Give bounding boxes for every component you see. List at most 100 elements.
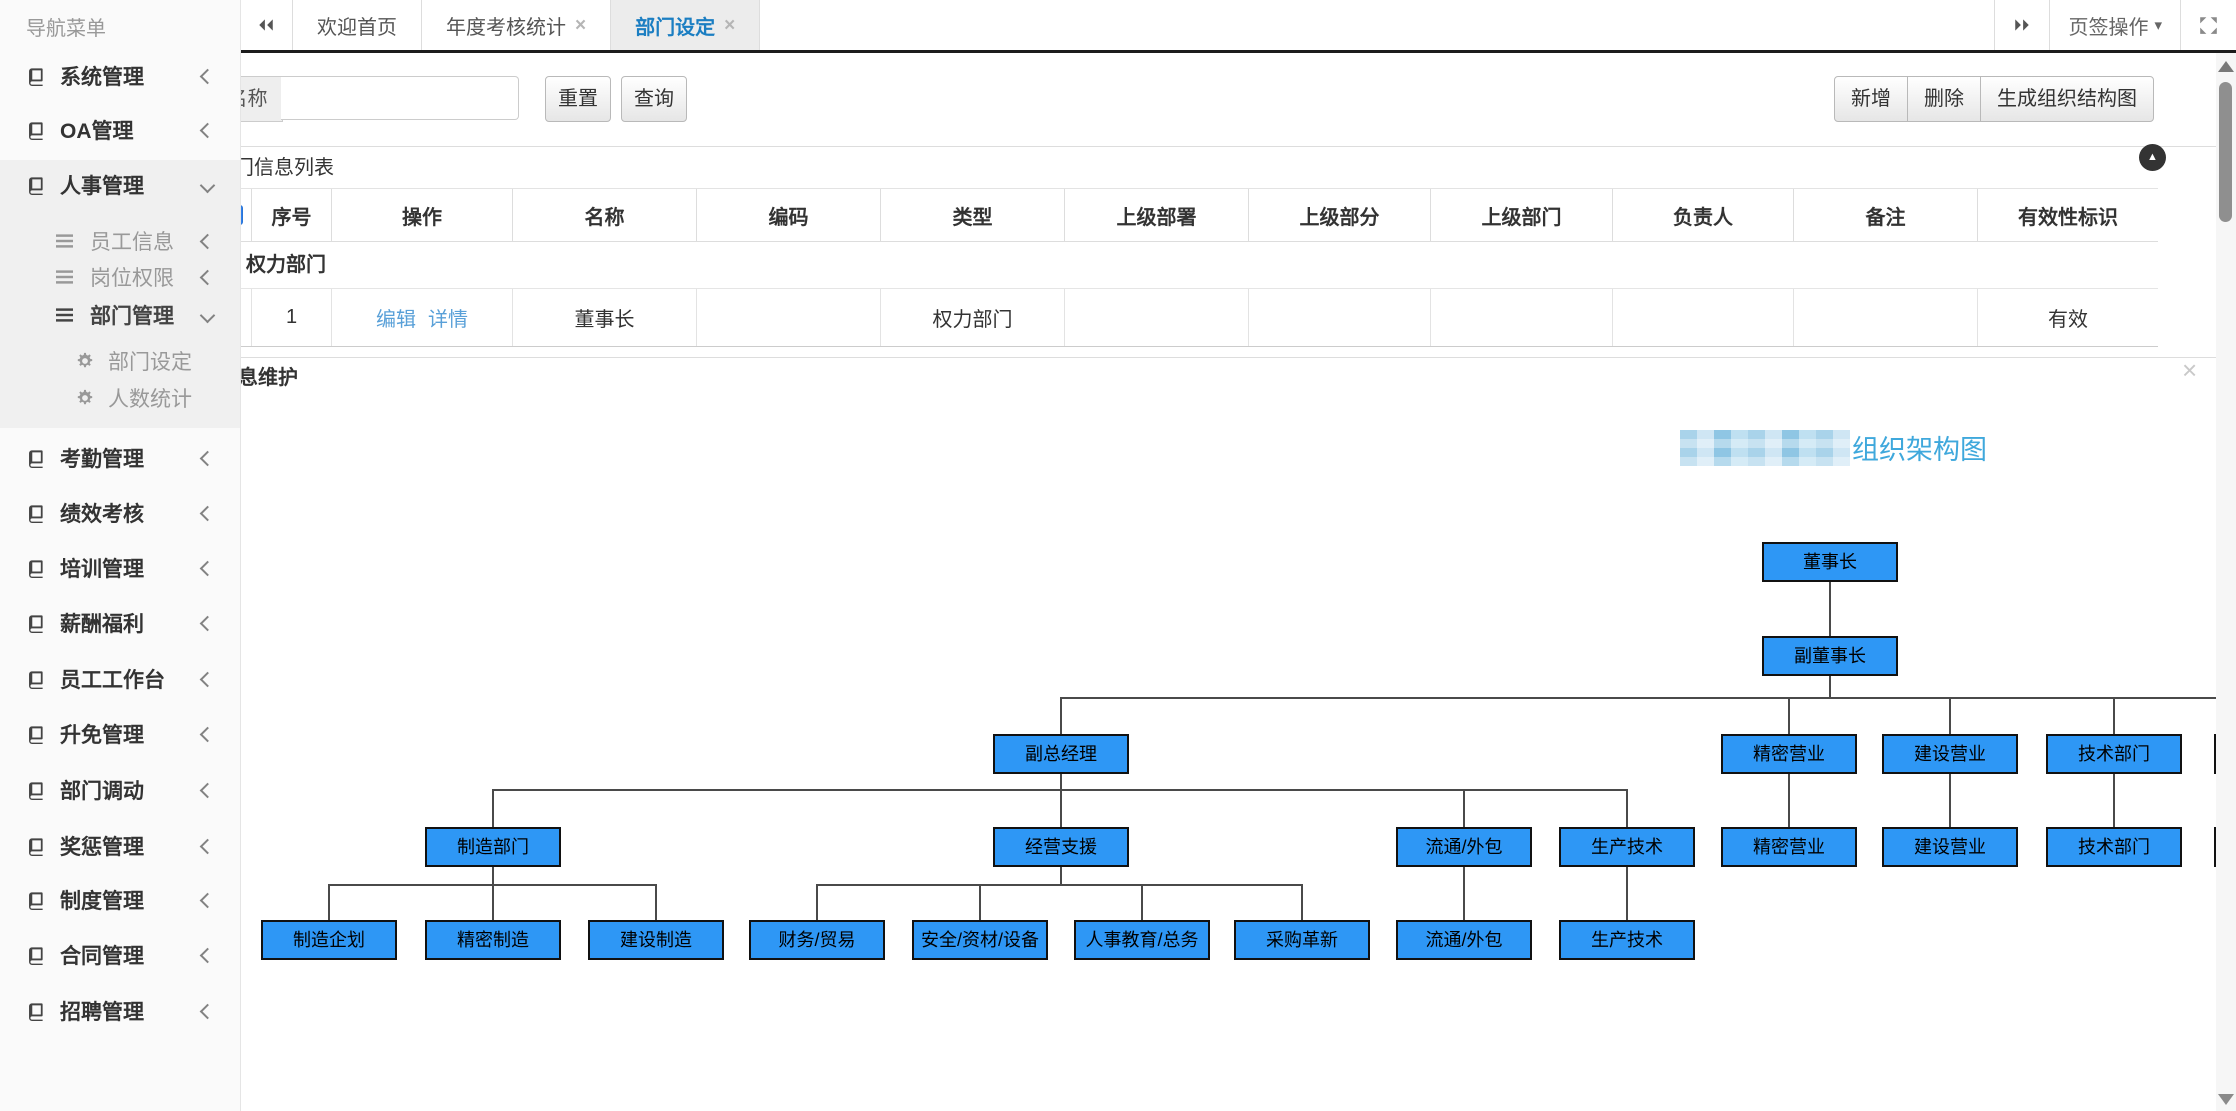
org-node-生产技术[interactable]: 生产技术 (1559, 827, 1695, 867)
tab-部门设定[interactable]: 部门设定 × (611, 0, 761, 50)
column-header-上级部门: 上级部门 (1431, 189, 1613, 241)
scroll-up-arrow[interactable] (2218, 61, 2234, 72)
sidebar-item-人数统计[interactable]: 人数统计 (0, 378, 240, 418)
org-node-副总经理[interactable]: 副总经理 (993, 734, 1129, 774)
column-header-名称: 名称 (513, 189, 697, 241)
tab-欢迎首页[interactable]: 欢迎首页 (293, 0, 422, 50)
org-connector-line (1626, 789, 1628, 827)
scrollbar-thumb[interactable] (2219, 82, 2232, 222)
org-node-精密制造[interactable]: 精密制造 (425, 920, 561, 960)
org-node-建设营业[interactable]: 建设营业 (1882, 827, 2018, 867)
sidebar-item-label: 员工工作台 (60, 669, 165, 692)
sidebar-item-升免管理[interactable]: 升免管理 (0, 714, 240, 754)
org-connector-line (655, 884, 657, 920)
collapse-panel-button[interactable]: ▲ (2139, 144, 2166, 171)
sidebar-item-奖惩管理[interactable]: 奖惩管理 (0, 826, 240, 866)
org-connector-line (1060, 697, 1062, 734)
sidebar-item-绩效考核[interactable]: 绩效考核 (0, 493, 240, 533)
sidebar-item-label: 人事管理 (60, 175, 144, 198)
book-icon (26, 837, 45, 856)
org-node-经营支援[interactable]: 经营支援 (993, 827, 1129, 867)
org-node-精密营业[interactable]: 精密营业 (1721, 827, 1857, 867)
close-icon[interactable]: × (2182, 355, 2198, 385)
sidebar-item-员工信息[interactable]: 员工信息 (0, 221, 240, 261)
tabs-scroll-right-button[interactable] (1994, 0, 2049, 50)
org-node-流通/外包[interactable]: 流通/外包 (1396, 920, 1532, 960)
toolbar-divider (240, 146, 2216, 147)
tab-年度考核统计[interactable]: 年度考核统计× (422, 0, 612, 50)
sidebar-item-制度管理[interactable]: 制度管理 (0, 880, 240, 920)
org-node-建设制造[interactable]: 建设制造 (588, 920, 724, 960)
chevron-left-icon (199, 1003, 216, 1019)
sidebar-item-合同管理[interactable]: 合同管理 (0, 935, 240, 975)
row-action-link-详情[interactable]: 详情 (428, 309, 468, 331)
org-connector-line (1060, 774, 1062, 789)
tab-close-icon[interactable]: × (575, 14, 587, 36)
org-node-人事教育/总务[interactable]: 人事教育/总务 (1074, 920, 1210, 960)
sidebar-item-考勤管理[interactable]: 考勤管理 (0, 438, 240, 478)
sidebar-item-label: 制度管理 (60, 890, 144, 913)
org-node-流通/外包[interactable]: 流通/外包 (1396, 827, 1532, 867)
sidebar-item-招聘管理[interactable]: 招聘管理 (0, 991, 240, 1031)
org-node-精密营业[interactable]: 精密营业 (1721, 734, 1857, 774)
reset-button[interactable]: 重置 (545, 76, 611, 122)
sidebar-item-OA管理[interactable]: OA管理 (0, 110, 240, 150)
book-icon (26, 614, 45, 633)
action-button-新增[interactable]: 新增 (1834, 76, 1908, 122)
org-node-安全/资材/设备[interactable]: 安全/资材/设备 (912, 920, 1048, 960)
sidebar-item-部门调动[interactable]: 部门调动 (0, 770, 240, 810)
tab-operations-dropdown[interactable]: 页签操作 ▾ (2049, 0, 2180, 50)
list-icon (56, 308, 73, 322)
org-node-技术部门[interactable]: 技术部门 (2046, 734, 2182, 774)
book-icon (26, 946, 45, 965)
query-button[interactable]: 查询 (621, 76, 687, 122)
sidebar-item-label: 招聘管理 (60, 1001, 144, 1024)
org-connector-line (1060, 867, 1062, 884)
org-node-建设营业[interactable]: 建设营业 (1882, 734, 2018, 774)
chevron-down-icon (199, 307, 216, 323)
search-input[interactable] (281, 76, 519, 120)
list-icon (56, 270, 73, 284)
sidebar-item-label: 升免管理 (60, 724, 144, 747)
sidebar-item-薪酬福利[interactable]: 薪酬福利 (0, 603, 240, 643)
book-icon (26, 1002, 45, 1021)
org-node-副董事长[interactable]: 副董事长 (1762, 636, 1898, 676)
sidebar-item-系统管理[interactable]: 系统管理 (0, 56, 240, 96)
sidebar-item-label: OA管理 (60, 120, 134, 143)
sidebar-item-部门设定[interactable]: 部门设定 (0, 341, 240, 381)
sidebar-item-人事管理[interactable]: 人事管理 (0, 165, 240, 205)
fullscreen-button[interactable] (2180, 0, 2236, 50)
tab-label: 部门设定 (635, 16, 716, 39)
sidebar-item-培训管理[interactable]: 培训管理 (0, 548, 240, 588)
org-node-生产技术[interactable]: 生产技术 (1559, 920, 1695, 960)
chevron-left-icon (199, 68, 216, 84)
org-connector-line (1949, 774, 1951, 827)
org-node-制造企划[interactable]: 制造企划 (261, 920, 397, 960)
scroll-down-arrow[interactable] (2218, 1094, 2234, 1105)
org-node-财务/贸易[interactable]: 财务/贸易 (749, 920, 885, 960)
sidebar-item-label: 部门管理 (90, 305, 174, 328)
org-node-技术部门[interactable]: 技术部门 (2046, 827, 2182, 867)
sidebar-item-部门管理[interactable]: 部门管理 (0, 295, 240, 335)
tab-close-icon[interactable]: × (724, 14, 736, 36)
action-button-生成组织结构图[interactable]: 生成组织结构图 (1980, 76, 2154, 122)
column-header-编码: 编码 (697, 189, 881, 241)
row-action-link-编辑[interactable]: 编辑 (376, 309, 416, 331)
row-cell (1613, 289, 1794, 346)
cogs-icon (76, 389, 94, 407)
org-connector-line (1626, 867, 1628, 920)
org-node-采购革新[interactable]: 采购革新 (1234, 920, 1370, 960)
sidebar-item-label: 系统管理 (60, 66, 144, 89)
chevron-left-icon (199, 782, 216, 798)
sidebar-item-岗位权限[interactable]: 岗位权限 (0, 257, 240, 297)
tab-bar: 欢迎首页年度考核统计× 部门设定 × 页签操作 ▾ (240, 0, 2236, 53)
action-button-删除[interactable]: 删除 (1907, 76, 1981, 122)
book-icon (26, 121, 45, 140)
org-node-制造部门[interactable]: 制造部门 (425, 827, 561, 867)
sidebar-item-员工工作台[interactable]: 员工工作台 (0, 659, 240, 699)
org-node-董事长[interactable]: 董事长 (1762, 542, 1898, 582)
tabs-scroll-left-button[interactable] (240, 0, 293, 50)
